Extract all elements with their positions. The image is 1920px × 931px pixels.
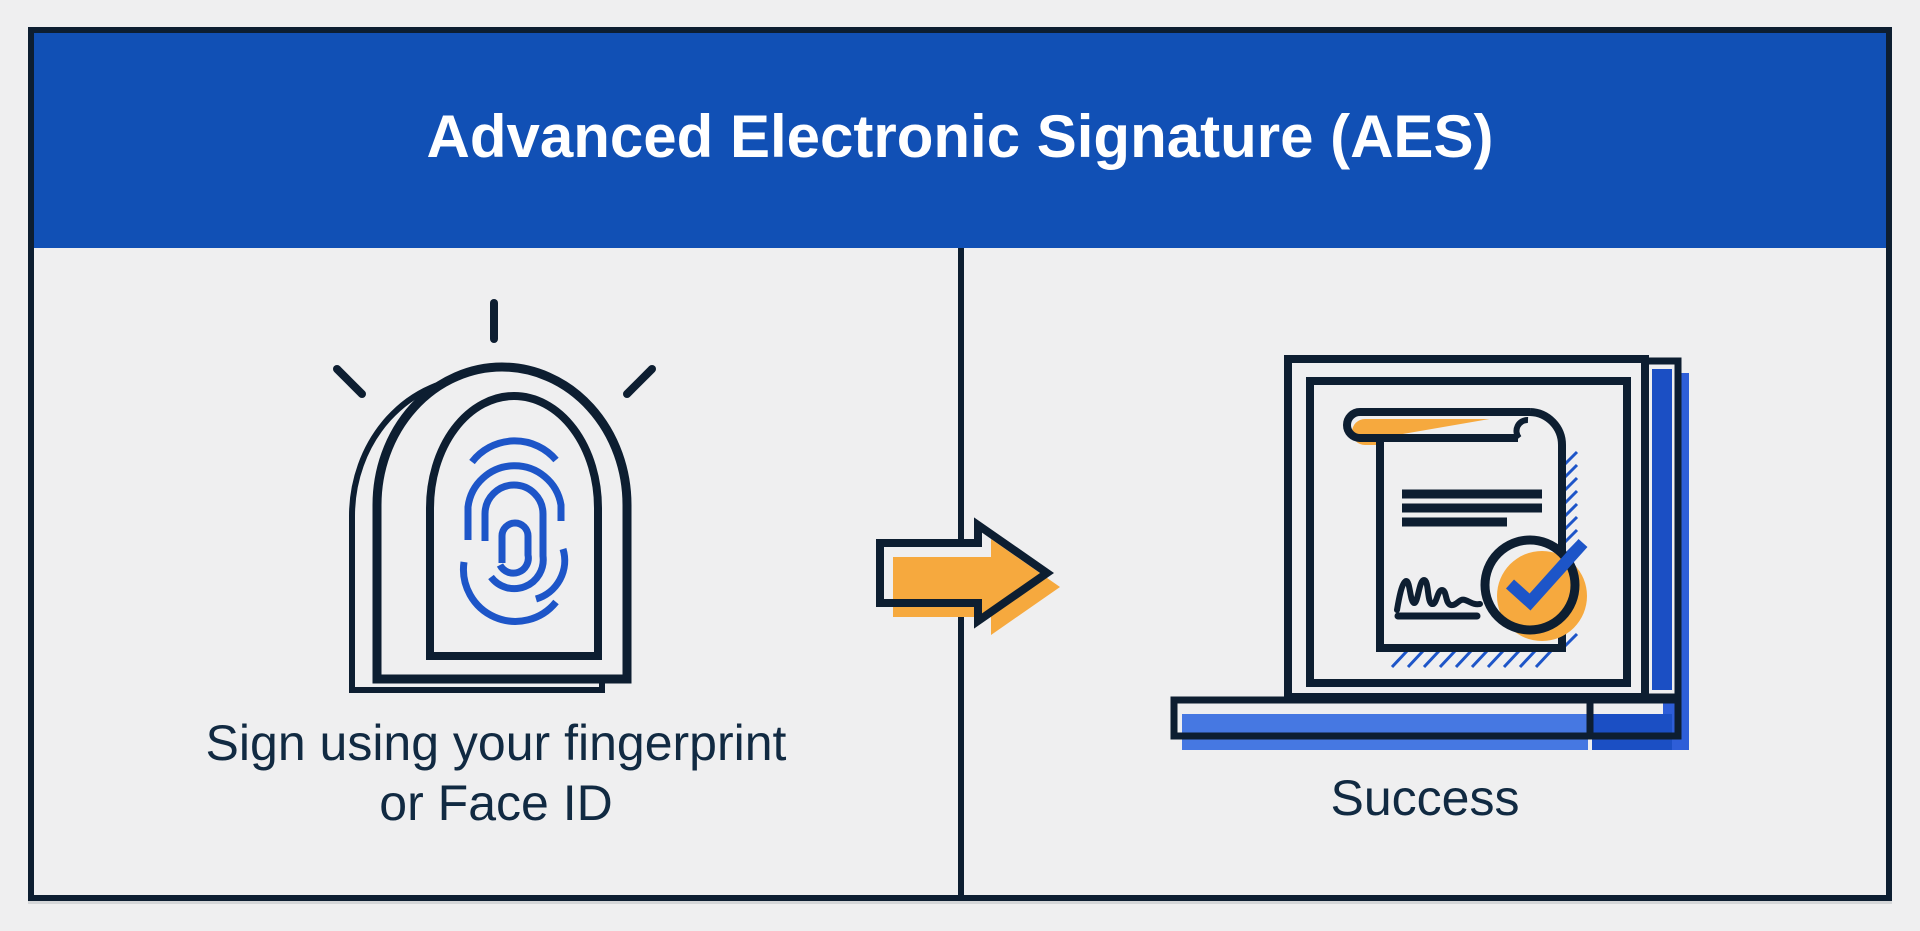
success-caption: Success: [1330, 770, 1520, 826]
arrow-right-icon: [876, 517, 1060, 635]
laptop-certificate-icon: [1170, 355, 1689, 750]
right-panel: Success: [964, 248, 1886, 895]
card-body: Sign using your fingerprint or Face ID: [34, 248, 1886, 895]
aes-card: Advanced Electronic Signature (AES): [28, 27, 1892, 901]
certificate-text-lines: [1402, 489, 1542, 527]
laptop-lid-spine: [1641, 357, 1689, 750]
fingerprint-scanner-icon: [333, 299, 656, 693]
radiating-lines: [333, 299, 656, 398]
left-caption: Sign using your fingerprint or Face ID: [34, 713, 958, 833]
caption-line-1: Sign using your fingerprint: [205, 715, 787, 771]
fingerprint-icon: [459, 437, 569, 625]
header-banner: Advanced Electronic Signature (AES): [34, 33, 1886, 248]
caption-line-2: or Face ID: [379, 775, 613, 831]
page-title: Advanced Electronic Signature (AES): [426, 103, 1494, 170]
signature-squiggle: [1394, 577, 1483, 620]
laptop-base: [1170, 696, 1682, 750]
left-panel: Sign using your fingerprint or Face ID: [34, 248, 958, 895]
checkmark-seal-icon: [1480, 535, 1588, 641]
scanner-arch: [372, 362, 632, 684]
